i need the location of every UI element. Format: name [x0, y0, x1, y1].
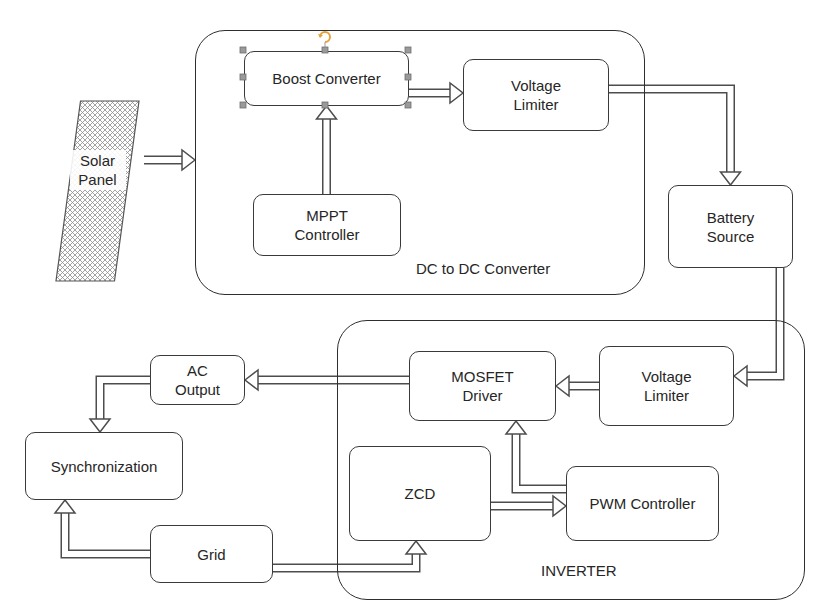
node-label: MOSFET Driver — [443, 367, 523, 405]
node-label: Synchronization — [51, 457, 158, 476]
process-box: Voltage Limiter — [463, 59, 609, 131]
node-label: PWM Controller — [590, 494, 696, 513]
node-label: Solar Panel — [70, 150, 126, 190]
process-box: Synchronization — [25, 432, 183, 500]
node-label: Grid — [197, 545, 225, 564]
converter-group: DC to DC Converter Boost Converter Voltage… — [195, 30, 645, 295]
flow-arrow — [245, 370, 409, 390]
node-label: Voltage Limiter — [496, 76, 576, 114]
node-label: MPPT Controller — [282, 206, 372, 244]
flow-arrow — [273, 541, 426, 568]
group-label: INVERTER — [541, 561, 617, 580]
flow-arrow — [491, 496, 566, 516]
process-box: ZCD — [349, 446, 491, 541]
process-box: PWM Controller — [566, 466, 719, 541]
flow-arrow — [609, 89, 741, 185]
solar-panel: Solar Panel — [55, 100, 140, 282]
inverter-group: INVERTER MOSFET Driver Voltage LimiterZCD P… — [337, 320, 805, 600]
flow-arrow — [55, 500, 150, 554]
process-box: AC Output — [150, 355, 245, 405]
flow-arrow — [409, 83, 463, 103]
panel-outline — [55, 100, 140, 282]
node-label: ZCD — [405, 484, 436, 503]
flow-arrow — [734, 268, 780, 386]
process-box: MOSFET Driver — [409, 351, 556, 421]
flow-arrow — [556, 376, 599, 396]
process-box: MPPT Controller — [253, 194, 401, 256]
node-label: Voltage Limiter — [627, 367, 707, 405]
node-label: Battery Source — [696, 208, 766, 246]
flow-arrow — [90, 380, 150, 432]
flow-arrow — [144, 150, 195, 170]
process-box: Boost Converter — [244, 51, 409, 106]
process-box: Voltage Limiter — [599, 346, 734, 426]
flow-arrow — [506, 421, 566, 489]
node-label: AC Output — [168, 361, 228, 399]
node-label: Boost Converter — [272, 69, 380, 88]
group-label: DC to DC Converter — [416, 259, 550, 278]
process-box: Battery Source — [668, 185, 793, 268]
flow-arrow — [317, 106, 337, 194]
process-box: Grid — [150, 525, 273, 583]
